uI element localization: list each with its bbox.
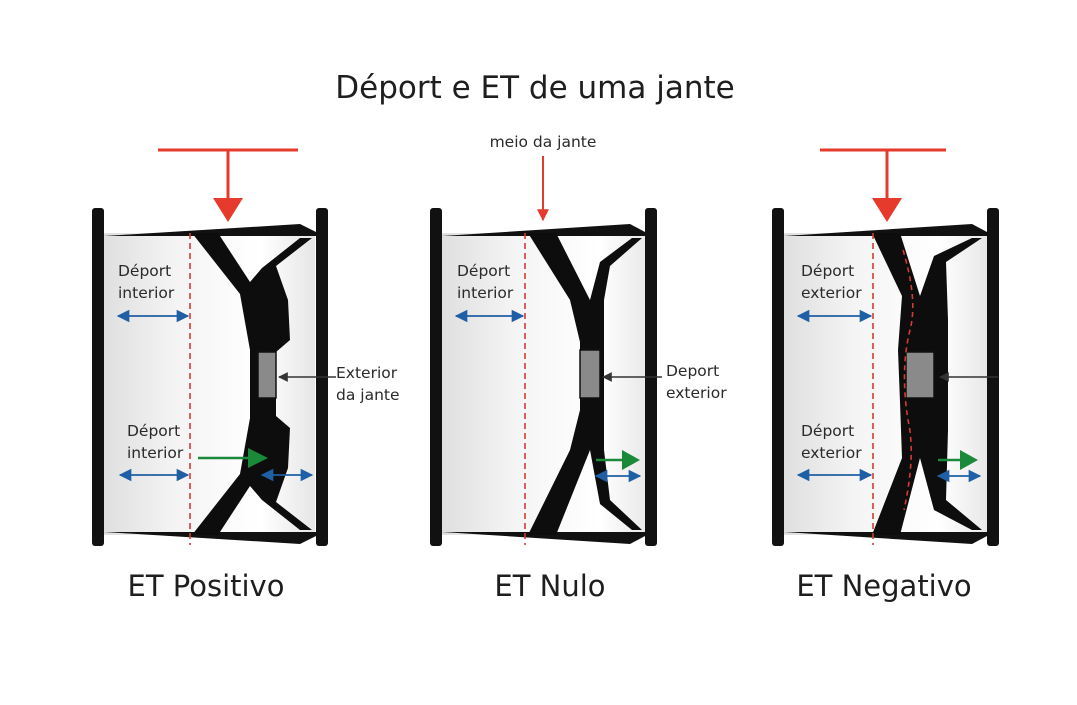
wheel-disc — [528, 233, 592, 535]
offset-arrow-head — [213, 198, 243, 222]
side-label-line1: Deport — [666, 362, 719, 380]
panel-et-negativo: Déport exterior Déport exterior ET Negat… — [772, 148, 999, 603]
label-upper-line2: exterior — [801, 284, 862, 302]
panel-et-nulo: meio da jante Déport interior Deport ext… — [430, 133, 727, 603]
rim-barrel-bottom — [442, 532, 645, 544]
hub-mounting-face — [257, 351, 277, 399]
side-label-line1: Exterior — [336, 364, 398, 382]
direction-arrow-head — [622, 450, 640, 470]
rim-background — [438, 233, 653, 535]
hub-mounting-face — [905, 351, 935, 399]
label-upper-line1: Déport — [457, 262, 510, 280]
page-title: Déport e ET de uma jante — [335, 70, 734, 106]
inner-flange — [430, 208, 442, 546]
caption-et-positivo: ET Positivo — [128, 569, 285, 603]
wheel-spoke-outer — [590, 238, 642, 530]
side-label-line2: da jante — [336, 386, 400, 404]
side-label-line2: exterior — [666, 384, 727, 402]
panel-et-positivo: Déport interior Déport interior Exterior… — [92, 148, 400, 603]
rim-barrel-bottom — [784, 532, 987, 544]
direction-arrow-head — [960, 450, 978, 470]
offset-arrow-head — [872, 198, 902, 222]
label-upper-line2: interior — [457, 284, 514, 302]
label-lower-line1: Déport — [801, 422, 854, 440]
inner-flange — [92, 208, 104, 546]
label-lower-line1: Déport — [127, 422, 180, 440]
rim-barrel-bottom — [104, 532, 316, 544]
label-upper-line2: interior — [118, 284, 175, 302]
top-label: meio da jante — [490, 133, 597, 151]
direction-arrow-head — [248, 448, 268, 468]
label-lower-line2: interior — [127, 444, 184, 462]
rim-barrel-top — [784, 224, 987, 236]
label-upper-line1: Déport — [801, 262, 854, 280]
caption-et-negativo: ET Negativo — [796, 569, 971, 603]
rim-background — [780, 233, 992, 535]
label-upper-line1: Déport — [118, 262, 171, 280]
rim-barrel-top — [104, 224, 316, 236]
wheel-spoke-outer — [920, 238, 982, 530]
caption-et-nulo: ET Nulo — [494, 569, 605, 603]
rim-barrel-top — [442, 224, 645, 236]
label-lower-line2: exterior — [801, 444, 862, 462]
disc-contour-line — [902, 249, 914, 511]
hub-mounting-face — [579, 349, 601, 399]
inner-flange — [772, 208, 784, 546]
wheel-spoke-outer — [262, 238, 312, 530]
